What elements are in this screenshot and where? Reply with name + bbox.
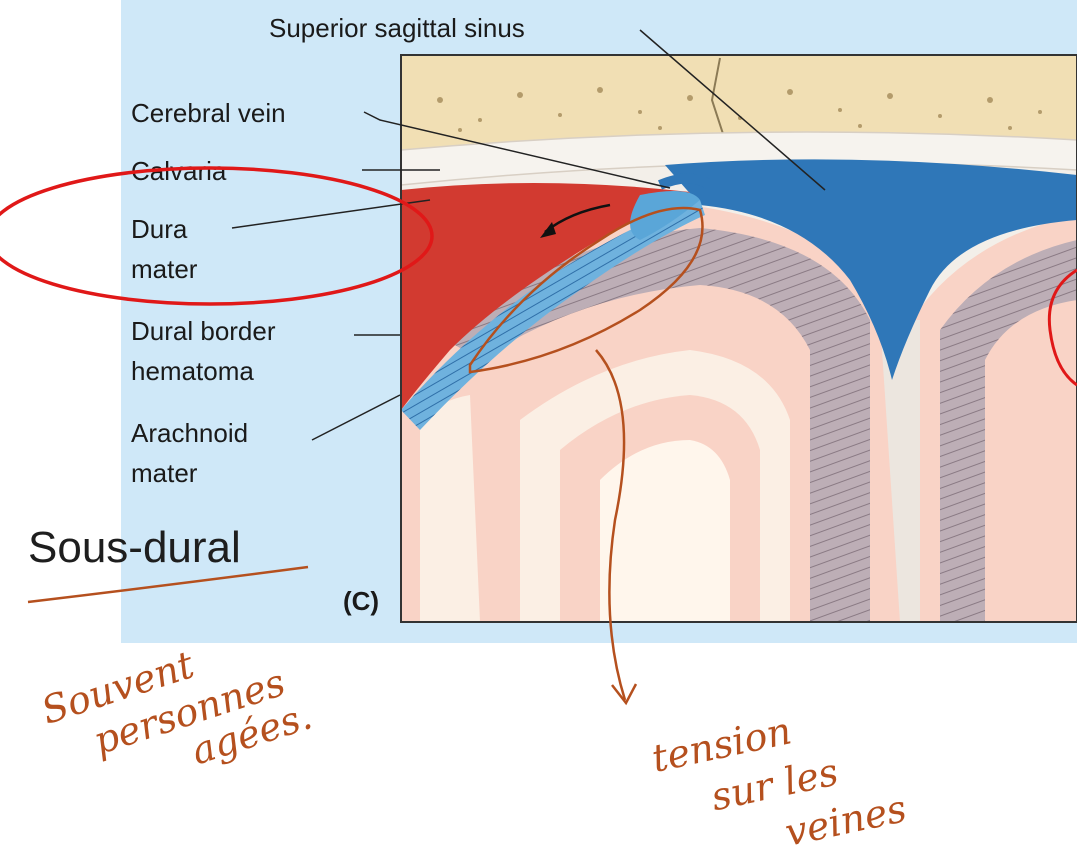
red-circle-annotation bbox=[0, 166, 434, 306]
orange-pointer-annotation bbox=[595, 349, 627, 701]
label-arachnoid-line2: mater bbox=[131, 458, 198, 488]
arachnoid-layer bbox=[401, 200, 705, 430]
illustration bbox=[401, 55, 1077, 622]
pia-layer bbox=[430, 228, 870, 622]
dural-border-hematoma bbox=[401, 182, 690, 410]
falx-cerebri bbox=[880, 320, 920, 622]
cerebral-vein bbox=[658, 173, 713, 190]
dura-layer bbox=[401, 131, 1077, 186]
label-dura-line2: mater bbox=[131, 254, 198, 284]
label-dural-border-line1: Dural border bbox=[131, 316, 276, 346]
orange-underline-annotation bbox=[27, 565, 309, 604]
superior-sagittal-sinus bbox=[665, 159, 1077, 380]
label-panel: (C) bbox=[343, 586, 379, 616]
label-dura-line1: Dura bbox=[131, 214, 188, 244]
label-arachnoid-line1: Arachnoid bbox=[131, 418, 248, 448]
calvaria-bone bbox=[401, 55, 1077, 150]
label-superior-sagittal-sinus: Superior sagittal sinus bbox=[269, 13, 525, 43]
label-cerebral-vein: Cerebral vein bbox=[131, 98, 286, 128]
label-dural-border-line2: hematoma bbox=[131, 356, 254, 386]
red-arc-annotation bbox=[1047, 268, 1077, 387]
slide-title: Sous-dural bbox=[28, 523, 241, 572]
orange-loop-annotation bbox=[468, 206, 704, 374]
